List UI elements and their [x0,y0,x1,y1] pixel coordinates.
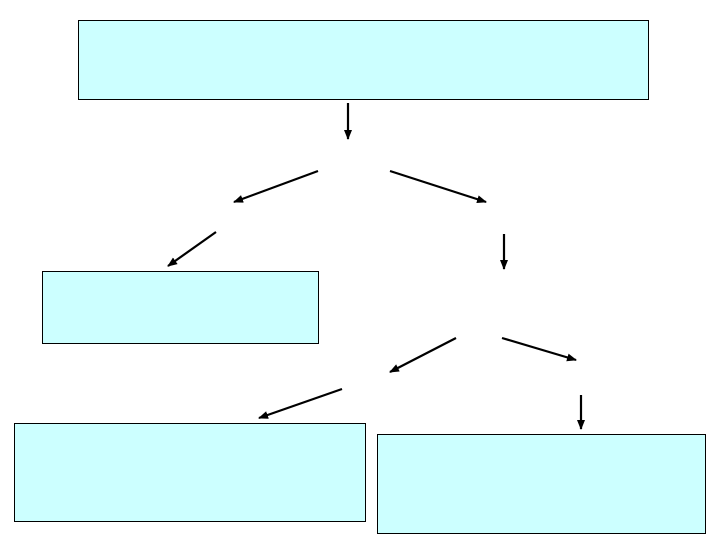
left-box [42,271,319,344]
arrow-to-left-box [167,231,217,267]
bottom-left-box [14,423,366,522]
arrow-split2-right [501,336,577,362]
bottom-right-box [377,434,706,534]
arrow-split-left [233,169,319,204]
arrow-split-right [389,169,487,204]
top-box [78,20,649,100]
arrow-to-bottom-left-box [258,387,343,420]
arrow-split2-left [389,337,457,373]
